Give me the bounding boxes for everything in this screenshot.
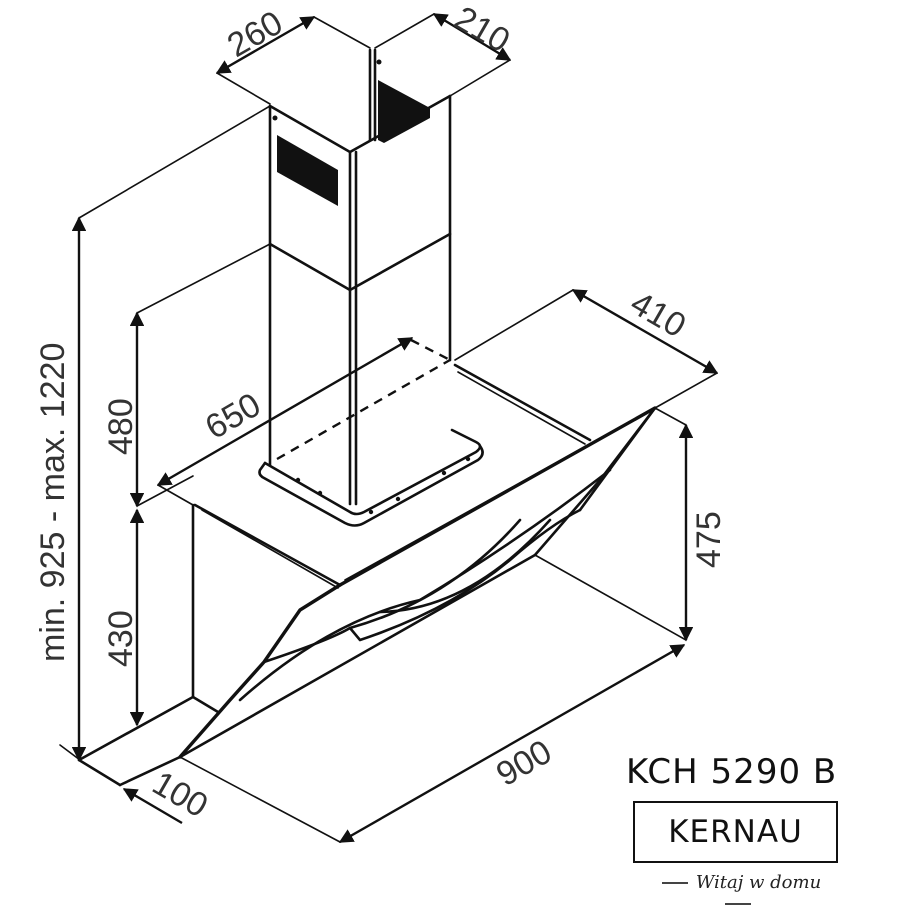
dim-body-depth — [454, 288, 719, 409]
dim-body-width — [156, 336, 414, 506]
vent-grille-icon — [277, 135, 338, 206]
label-410: 410 — [624, 284, 692, 345]
dim-hood-width — [179, 643, 686, 844]
model-number: KCH 5290 B — [626, 752, 838, 792]
brand-tagline: Witaj w domu — [640, 872, 835, 914]
label-900: 900 — [490, 733, 558, 794]
label-480: 480 — [102, 398, 140, 455]
label-475: 475 — [690, 511, 728, 568]
label-650: 650 — [199, 386, 267, 447]
dim-chimney-depth — [374, 12, 512, 97]
tagline-text: Witaj w domu — [695, 872, 822, 893]
vent-grille-icon — [378, 80, 430, 143]
label-430: 430 — [102, 610, 140, 667]
brand-logo: KERNAU — [633, 801, 838, 863]
label-total-height: min. 925 - max. 1220 — [34, 343, 72, 662]
dim-glass-offset — [77, 755, 183, 825]
label-100: 100 — [146, 764, 214, 825]
tagline-rule-right — [724, 903, 751, 905]
dim-upper-height — [129, 243, 271, 508]
chimney-base-plate — [258, 428, 484, 527]
hidden-edge — [276, 358, 451, 461]
dim-glass-height — [534, 407, 694, 642]
upper-chimney — [268, 48, 452, 506]
dim-lower-height — [77, 508, 195, 762]
dim-total-height — [59, 105, 271, 762]
label-210: 210 — [448, 0, 516, 60]
label-260: 260 — [221, 4, 289, 65]
brand-name: KERNAU — [668, 814, 803, 850]
dim-chimney-width — [215, 15, 371, 105]
tagline-rule-left — [661, 882, 688, 884]
